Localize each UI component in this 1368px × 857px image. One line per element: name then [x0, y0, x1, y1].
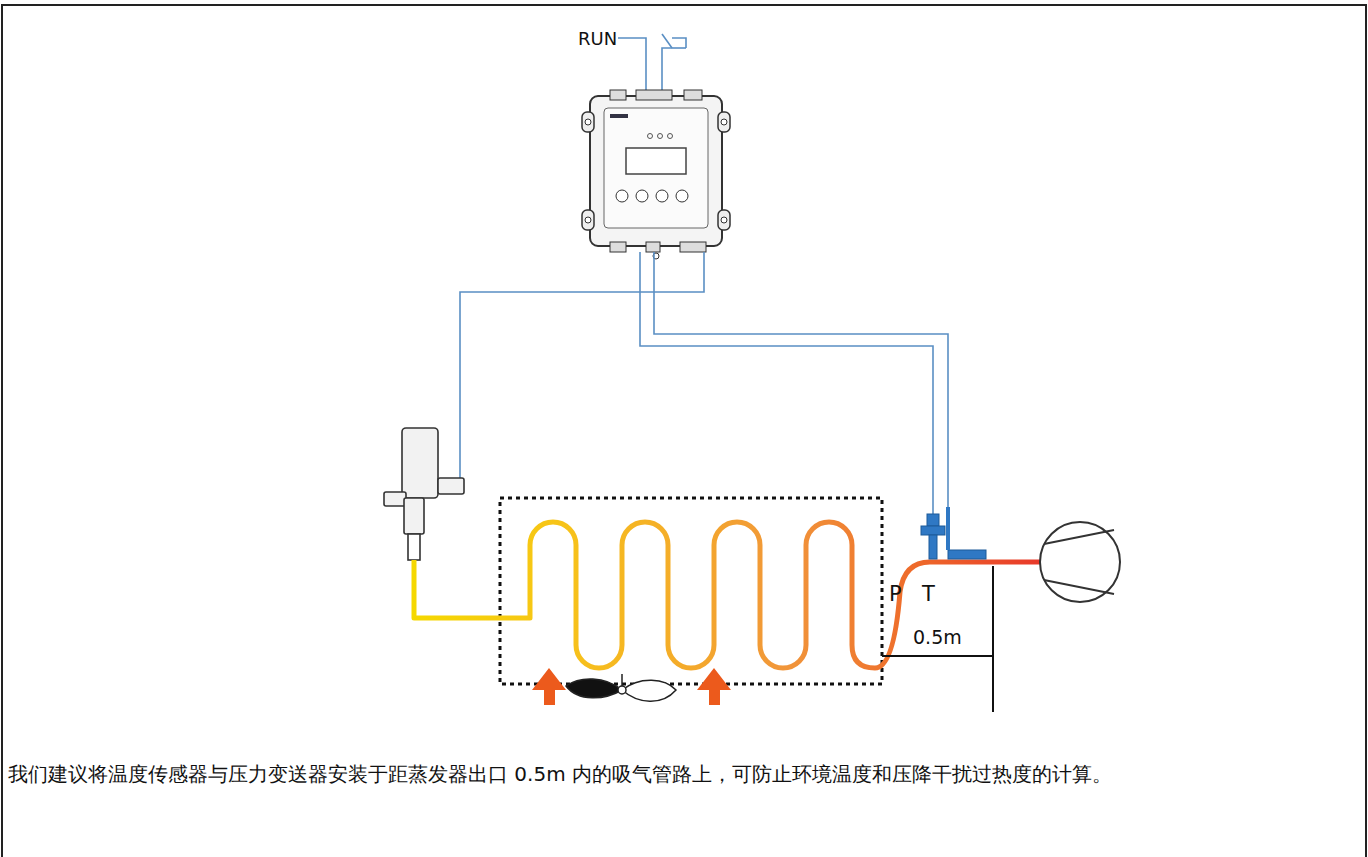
pressure-sensor [921, 514, 945, 559]
sensor-label: P [889, 582, 902, 607]
sensor-label: T [922, 582, 935, 607]
expansion-valve [384, 428, 464, 560]
dimension-line [882, 566, 993, 712]
fan [566, 674, 676, 701]
compressor [1040, 522, 1120, 602]
controller [582, 90, 730, 259]
airflow-arrow [532, 668, 731, 705]
switch-label: RUN [578, 28, 617, 50]
caption: 我们建议将温度传感器与压力变送器安装于距蒸发器出口 0.5m 内的吸气管路上，可… [8, 758, 1338, 790]
signal-wires [444, 252, 948, 514]
temperature-wire [946, 507, 950, 550]
run-switch [618, 34, 686, 98]
frame [1, 5, 1367, 857]
temperature-sensor [948, 550, 986, 559]
dimension-label: 0.5m [913, 626, 962, 649]
evaporator-outline [500, 498, 882, 684]
